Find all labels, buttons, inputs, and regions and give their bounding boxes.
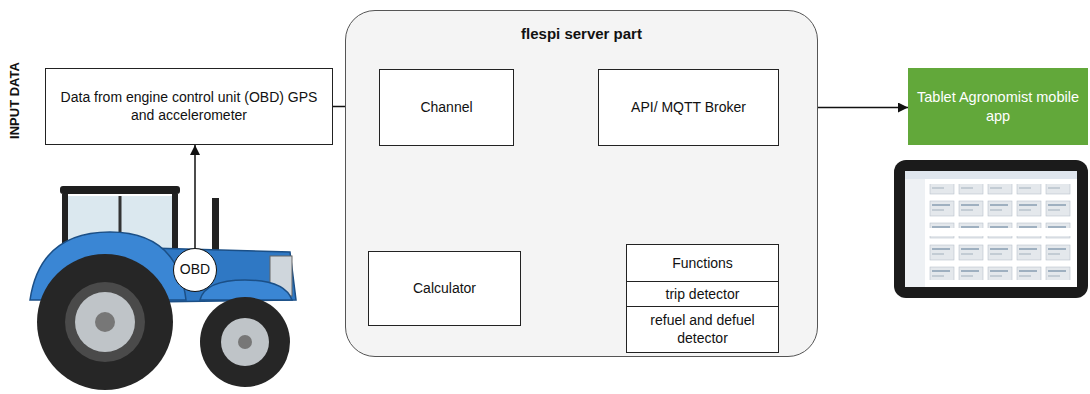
process-box: API/ MQTT Broker xyxy=(598,69,779,146)
process-box: trip detector xyxy=(627,281,778,308)
process-box: Tablet Agronomist mobile app xyxy=(908,68,1088,145)
heading-row: flespi server part xyxy=(346,11,817,49)
node-label: Data from engine control unit (OBD) GPS … xyxy=(52,89,326,124)
connector-arrow xyxy=(194,145,196,248)
node-label: Tablet Agronomist mobile app xyxy=(915,88,1081,124)
tablet-illustration xyxy=(894,160,1088,298)
heading-row: Functions xyxy=(627,245,778,281)
node-label: trip detector xyxy=(666,286,740,304)
node-label: Calculator xyxy=(413,280,476,298)
function-list: Functions trip detector refuel and defuel … xyxy=(626,244,779,353)
process-box: Channel xyxy=(379,69,514,146)
node-label: refuel and defuel detector xyxy=(633,312,772,347)
process-box: Data from engine control unit (OBD) GPS … xyxy=(45,68,333,145)
process-box: Calculator xyxy=(368,251,521,326)
node-label: OBD xyxy=(180,261,210,279)
process-box: refuel and defuel detector xyxy=(627,306,778,352)
port-circle: OBD xyxy=(173,248,217,292)
tractor-illustration xyxy=(30,186,296,390)
region-heading: flespi server part xyxy=(521,25,642,42)
node-label: Channel xyxy=(420,99,472,117)
node-label: Functions xyxy=(672,255,733,271)
node-label: API/ MQTT Broker xyxy=(631,99,746,117)
server-region: flespi server partChannel API/ MQTT Broke… xyxy=(345,10,818,357)
side-label: INPUT DATA xyxy=(6,62,21,139)
